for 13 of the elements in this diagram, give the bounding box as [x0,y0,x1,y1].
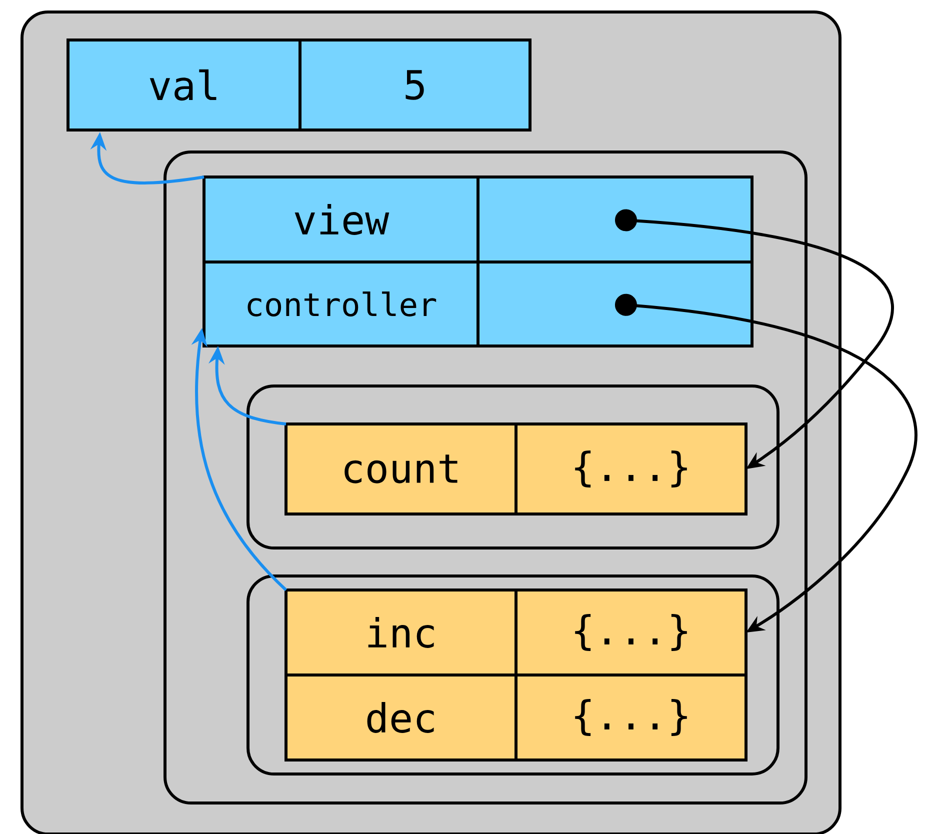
table-cell: count [284,422,518,516]
table-cell [476,176,754,264]
table-cell: {...} [514,422,748,516]
table-cell: val [66,38,302,132]
table-cell: controller [202,260,480,348]
table-cell: {...} [514,674,748,762]
table-cell: 5 [298,38,532,132]
table-cell [476,260,754,348]
arrow [614,294,918,632]
table-cell: dec [284,674,518,762]
table-cell: inc [284,588,518,676]
table-cell: {...} [514,588,748,676]
table-cell: view [202,176,480,264]
